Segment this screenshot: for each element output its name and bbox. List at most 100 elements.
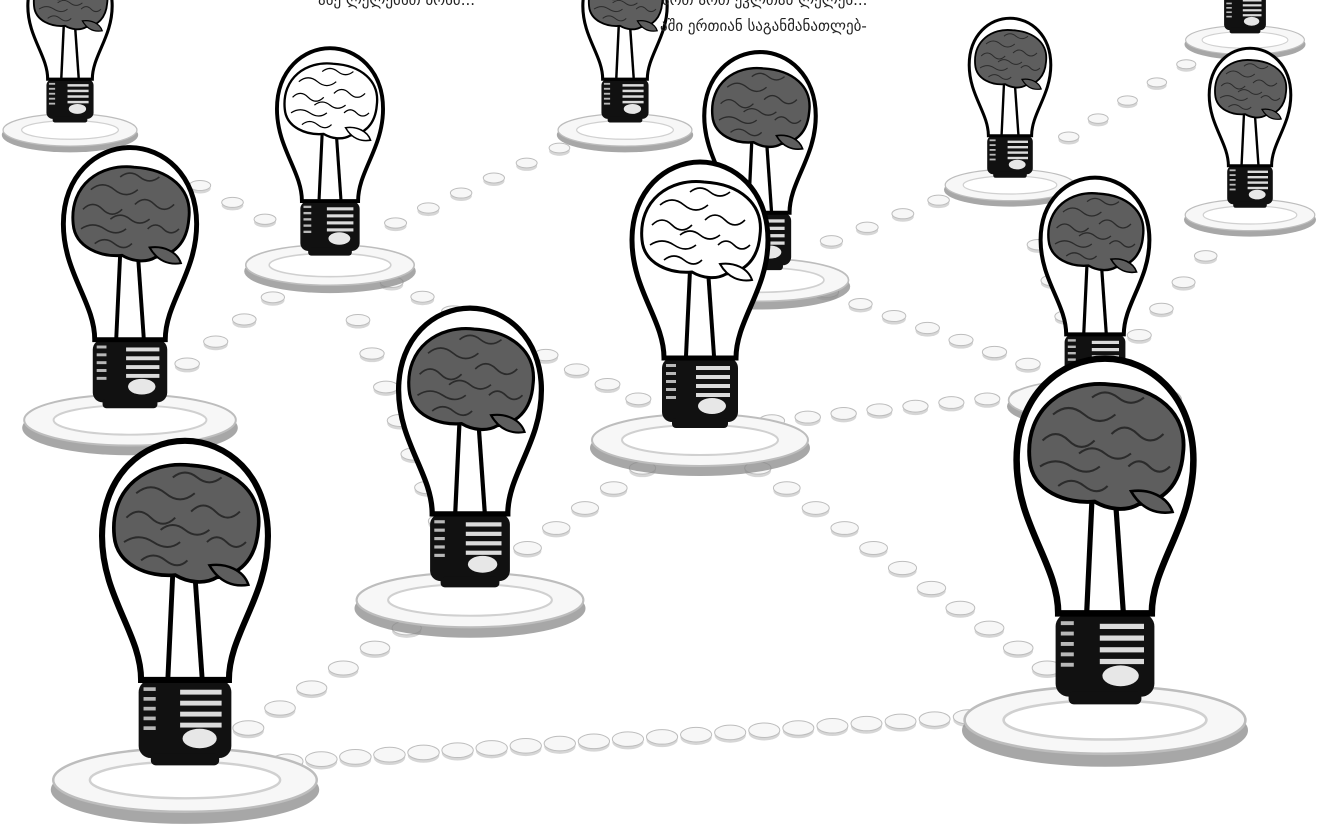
- connection-dot: [450, 188, 471, 201]
- connection-dot: [543, 522, 570, 538]
- connection-dot: [851, 716, 882, 733]
- connection-dot: [1088, 114, 1108, 126]
- connection-dot: [917, 581, 946, 597]
- connection-dot: [903, 400, 928, 415]
- connection-dot: [360, 348, 384, 362]
- connection-dot: [385, 218, 407, 231]
- brain-bulb: [22, 148, 238, 456]
- connection-dot: [946, 601, 975, 617]
- brain-bulb: [1184, 48, 1316, 236]
- connection-dot: [571, 502, 598, 518]
- connection-dot: [232, 314, 256, 328]
- brain-dark-icon: [73, 167, 189, 264]
- connection-dot: [175, 358, 200, 372]
- text-line-left: ასე ლელემსთ პრსძ...: [318, 0, 475, 9]
- connection-dot: [600, 482, 627, 497]
- connection-dot: [1150, 303, 1174, 317]
- connection-dot: [1172, 277, 1195, 291]
- connection-dot: [510, 738, 541, 756]
- connection-dot: [254, 214, 276, 227]
- connection-dot: [856, 222, 878, 235]
- connection-dot: [975, 621, 1004, 638]
- connection-dot: [916, 322, 940, 336]
- connection-dot: [982, 346, 1006, 360]
- connection-dot: [888, 561, 916, 577]
- connection-dot: [442, 743, 473, 761]
- brain-light-icon: [642, 182, 761, 281]
- brain-light-icon: [284, 63, 377, 140]
- connection-dot: [411, 291, 434, 305]
- connection-dot: [749, 723, 780, 741]
- connection-dot: [595, 378, 620, 393]
- connection-dot: [204, 336, 228, 350]
- brain-dark-icon: [712, 68, 809, 149]
- connection-dot: [516, 158, 537, 171]
- text-line-right-top: ართ ართ ეკლთან ლელეს...: [662, 0, 867, 9]
- brain-dark-icon: [1048, 193, 1143, 272]
- connection-dot: [626, 393, 651, 408]
- connection-dot: [1194, 251, 1217, 265]
- connection-dot: [939, 397, 964, 412]
- brain-dark-icon: [975, 30, 1046, 89]
- connection-dot: [544, 736, 575, 754]
- connection-dot: [564, 364, 589, 378]
- connection-dot: [265, 701, 296, 718]
- connection-dot: [949, 334, 973, 348]
- connection-dot: [802, 502, 829, 518]
- connection-dot: [514, 542, 542, 558]
- connection-dot: [1016, 358, 1041, 372]
- connection-dot: [222, 197, 244, 210]
- connection-dot: [928, 195, 950, 208]
- connection-dot: [867, 404, 892, 419]
- connection-dot: [892, 209, 914, 222]
- connection-dot: [831, 522, 858, 538]
- brain-dark-icon: [114, 465, 259, 586]
- connection-dot: [483, 173, 504, 186]
- connection-dot: [578, 734, 609, 752]
- connection-dot: [860, 542, 888, 558]
- connection-dot: [340, 750, 372, 768]
- connection-dot: [831, 408, 856, 423]
- connection-dot: [849, 299, 872, 313]
- brain-bulb: [51, 441, 319, 824]
- connection-dot: [783, 721, 814, 738]
- connection-dot: [715, 725, 746, 743]
- connection-dot: [1127, 330, 1151, 344]
- brain-bulb: [962, 359, 1248, 767]
- connection-dot: [1118, 96, 1138, 108]
- connection-dot: [820, 236, 842, 249]
- brain-dark-icon: [409, 329, 534, 433]
- connection-dot: [328, 661, 358, 678]
- connection-dot: [817, 719, 848, 736]
- connection-dot: [773, 482, 800, 497]
- connection-dot: [646, 730, 677, 748]
- connection-dot: [975, 393, 1000, 408]
- connection-dot: [305, 752, 337, 770]
- connection-dot: [1147, 78, 1166, 90]
- connection-dot: [1003, 641, 1033, 658]
- connection-dot: [549, 143, 570, 156]
- connection-dot: [885, 714, 916, 731]
- connection-dot: [374, 747, 406, 765]
- connection-dot: [346, 314, 370, 328]
- connection-dot: [1177, 60, 1196, 72]
- connection-dot: [374, 381, 399, 396]
- connection-dot: [408, 745, 439, 763]
- connection-dot: [297, 681, 327, 698]
- text-line-right: აში ერთიან საგანმანათლებ-: [660, 17, 867, 35]
- connection-dot: [360, 641, 390, 658]
- connection-dot: [882, 310, 906, 324]
- brain-dark-icon: [1029, 384, 1183, 513]
- brain-bulbs: [2, 0, 1316, 824]
- connection-dot: [417, 203, 439, 216]
- brain-bulb: [944, 18, 1076, 206]
- brain-dark-icon: [1215, 60, 1286, 119]
- connection-dot: [476, 741, 507, 759]
- brain-bulb: [2, 0, 138, 152]
- connection-dot: [1059, 132, 1079, 145]
- brain-bulb: [244, 48, 416, 293]
- connection-dot: [261, 292, 284, 306]
- connection-dot: [233, 721, 264, 738]
- connection-dot: [612, 732, 643, 750]
